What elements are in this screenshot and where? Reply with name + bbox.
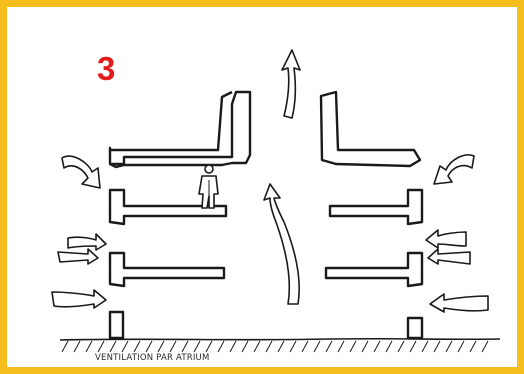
inflow-arrow-ground-left bbox=[52, 290, 106, 308]
exhaust-arrow bbox=[282, 50, 300, 118]
roof-right bbox=[321, 92, 420, 166]
step-number: 3 bbox=[97, 52, 115, 85]
inflow-arrow-upper-right bbox=[434, 155, 474, 184]
inflow-arrows-right bbox=[426, 155, 488, 312]
building-left bbox=[110, 190, 226, 338]
roof-left bbox=[110, 92, 250, 167]
rising-air-arrow bbox=[264, 184, 299, 304]
inflow-arrow-mid-left bbox=[68, 234, 106, 250]
ground-line bbox=[60, 339, 500, 352]
building-right bbox=[326, 190, 422, 338]
inflow-arrow-low-right bbox=[428, 249, 470, 264]
inflow-arrow-low-left bbox=[58, 249, 98, 264]
figure-caption: VENTILATION PAR ATRIUM bbox=[95, 354, 210, 363]
inflow-arrow-mid-right bbox=[426, 230, 466, 248]
inflow-arrow-upper-left bbox=[62, 156, 100, 188]
person-figure bbox=[199, 165, 218, 208]
atrium-airflow bbox=[264, 50, 300, 304]
inflow-arrows-left bbox=[52, 156, 106, 308]
inflow-arrow-ground-right bbox=[430, 294, 488, 312]
